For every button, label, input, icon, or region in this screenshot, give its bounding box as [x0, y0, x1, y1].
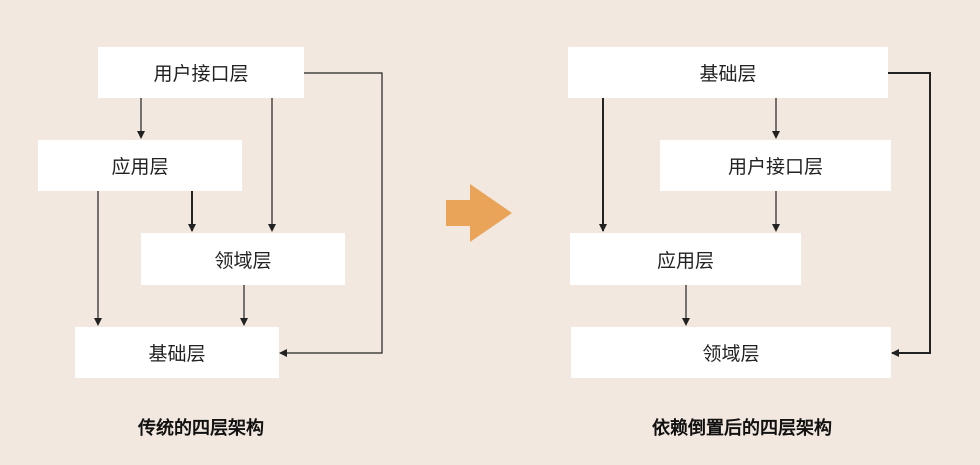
left-infrastructure-layer: 基础层 — [75, 327, 279, 378]
right-user-interface-layer: 用户接口层 — [660, 140, 891, 191]
left-domain-layer: 领域层 — [141, 233, 345, 285]
right-infrastructure-layer: 基础层 — [568, 47, 888, 98]
arrow-right-icon — [446, 184, 512, 242]
layer-label: 用户接口层 — [153, 63, 249, 85]
right-diagram-title: 依赖倒置后的四层架构 — [652, 418, 832, 439]
layer-label: 基础层 — [699, 63, 757, 85]
layer-label: 领域层 — [214, 249, 272, 272]
right-infra-to-domain-arrow — [888, 72, 931, 357]
layer-label: 领域层 — [702, 343, 760, 365]
layer-label: 应用层 — [111, 156, 169, 178]
left-application-layer: 应用层 — [38, 140, 242, 191]
layer-label: 用户接口层 — [727, 156, 823, 178]
right-domain-layer: 领域层 — [571, 327, 891, 378]
layer-label: 基础层 — [148, 343, 206, 365]
left-ui-to-infra-arrow — [279, 72, 383, 357]
right-application-layer: 应用层 — [570, 233, 801, 285]
layer-label: 应用层 — [656, 249, 714, 272]
left-user-interface-layer: 用户接口层 — [98, 47, 304, 98]
left-diagram-title: 传统的四层架构 — [138, 418, 264, 439]
